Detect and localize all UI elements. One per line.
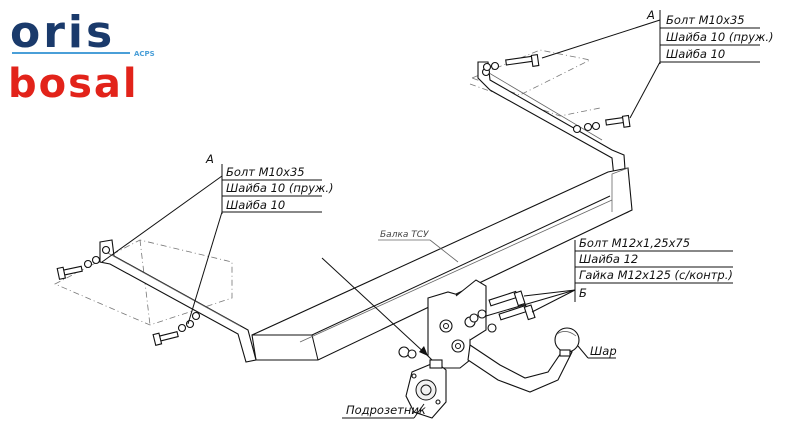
callout-top-right-letter: A [646, 8, 655, 22]
callout-top-right-line-2: Шайба 10 (пруж.) [666, 30, 774, 44]
bolt-set-lower-right [469, 290, 536, 333]
callout-left-line-1: Болт М10х35 [226, 165, 305, 179]
callout-left-line-2: Шайба 10 (пруж.) [226, 181, 334, 195]
socket-plate-label: Подрозетник [342, 403, 426, 419]
bolt-set-top-right [482, 54, 631, 132]
callout-right-lower-line-1: Болт М12х1,25х75 [579, 236, 690, 250]
socket-plate-label-text: Подрозетник [346, 403, 426, 417]
socket-plate [398, 346, 447, 419]
tow-ball-neck [467, 327, 580, 393]
beam-label-text: Балка ТСУ [380, 230, 429, 240]
ball-mount-bracket [427, 279, 487, 369]
bosal-logo: bosal [8, 61, 139, 107]
callout-right-lower-line-2: Шайба 12 [579, 252, 638, 266]
beam-label: Балка ТСУ [378, 230, 459, 263]
callout-top-right-line-3: Шайба 10 [666, 47, 725, 61]
callout-top-right-line-1: Болт М10х35 [666, 13, 745, 27]
callout-right-lower-letter: Б [579, 286, 587, 300]
callout-right-lower-line-3: Гайка М12х125 (с/контр.) [579, 268, 733, 282]
callout-top-right: A Болт М10х35 Шайба 10 (пруж.) Шайба 10 [541, 8, 774, 119]
callout-left: A Болт М10х35 Шайба 10 (пруж.) Шайба 10 [101, 152, 334, 325]
callout-left-letter: A [205, 152, 214, 166]
oris-logo-text: oris [10, 7, 115, 58]
oris-logo-subtitle: ACPS [134, 50, 155, 58]
ball-label: Шар [577, 344, 617, 359]
left-mounting-bracket [99, 239, 257, 363]
callout-right-lower: Болт М12х1,25х75 Шайба 12 Гайка М12х125 … [485, 236, 733, 317]
ball-label-text: Шар [590, 344, 617, 358]
bolt-set-left [56, 255, 195, 346]
arrow-to-socket-plate [321, 257, 429, 357]
oris-logo: oris ACPS [10, 7, 155, 58]
callout-left-line-3: Шайба 10 [226, 198, 285, 212]
